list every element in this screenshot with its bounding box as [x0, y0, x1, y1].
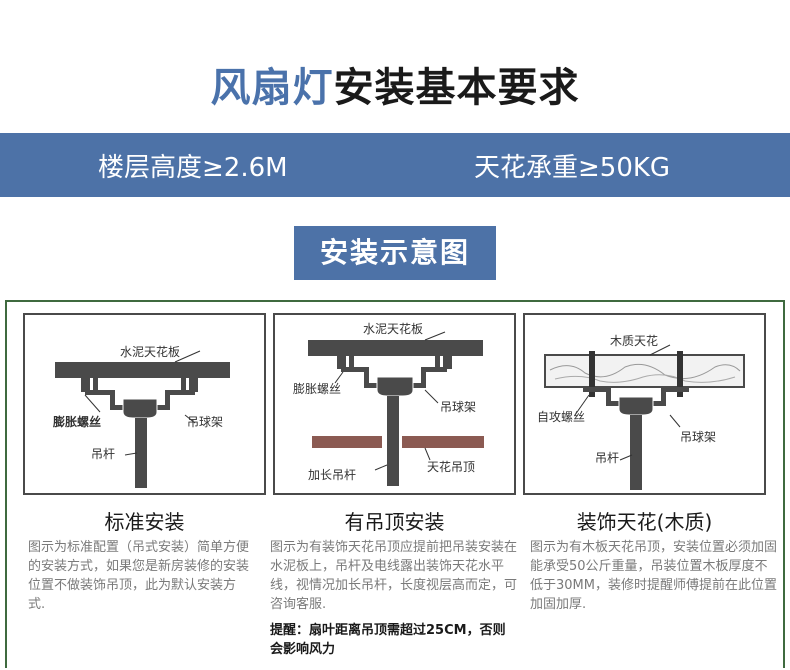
label-rod: 加长吊杆	[308, 468, 356, 482]
label-screw: 膨胀螺丝	[52, 414, 101, 429]
hanging-ball	[618, 396, 654, 416]
label-bracket: 吊球架	[187, 415, 223, 429]
hanging-ball	[376, 376, 414, 397]
bracket-frame	[583, 387, 689, 406]
concrete-ceiling-slab	[308, 340, 483, 356]
down-rod	[630, 415, 642, 490]
standard-install-title: 标准安装	[104, 510, 185, 534]
page-title: 风扇灯安装基本要求	[0, 55, 790, 113]
concrete-ceiling-slab	[55, 362, 230, 378]
wooden-ceiling-install-description: 图示为有木板天花吊顶，安装位置必须加固能承受50公斤重量，吊装位置木板厚度不低于…	[530, 540, 778, 612]
false-ceiling-install-description: 图示为有装饰天花吊顶应提前把吊装安装在水泥板上，吊杆及电线露出装饰天花水平线，视…	[270, 540, 518, 612]
wooden-ceiling-install-diagram: 木质天花 自攻螺丝 吊球架 吊杆	[523, 313, 766, 495]
false-ceiling-install-title: 有吊顶安装	[344, 510, 445, 534]
false-ceiling-left	[312, 436, 382, 448]
diagram-frame	[5, 300, 785, 668]
bracket-frame	[85, 390, 195, 410]
hanging-ball	[122, 398, 158, 419]
label-ceiling: 水泥天花板	[363, 321, 423, 336]
label-screw: 自攻螺丝	[537, 410, 585, 424]
down-rod	[135, 418, 147, 488]
right-tapping-screw	[677, 351, 683, 397]
standard-install-diagram: 水泥天花板 膨胀螺丝 吊球架 吊杆	[23, 313, 266, 495]
false-ceiling-install-diagram: 水泥天花板 膨胀螺丝 吊球架 加长吊杆 天花吊顶	[273, 313, 516, 495]
ceiling-load-requirement: 天花承重≥50KG	[474, 153, 671, 183]
standard-install-description: 图示为标准配置（吊式安装）简单方便的安装方式，如果您是新房装修的安装位置不做装饰…	[28, 540, 250, 612]
label-bracket: 吊球架	[440, 400, 476, 414]
left-screw	[93, 373, 98, 391]
left-anchor	[81, 378, 90, 392]
label-screw: 膨胀螺丝	[293, 382, 341, 396]
requirements-band: 楼层高度≥2.6M 天花承重≥50KG	[0, 133, 790, 197]
wooden-ceiling-board	[544, 354, 745, 388]
label-rod: 吊杆	[595, 451, 619, 465]
title-rest: 安装基本要求	[333, 65, 580, 111]
fan-blade-clearance-note: 提醒：扇叶距离吊顶需超过25CM，否则会影响风力	[270, 623, 506, 657]
right-screw	[181, 373, 186, 391]
label-bracket: 吊球架	[680, 430, 716, 444]
false-ceiling-right	[402, 436, 484, 448]
wooden-ceiling-install-title: 装饰天花(木质)	[576, 510, 713, 534]
floor-height-requirement: 楼层高度≥2.6M	[98, 153, 288, 183]
bracket-frame	[341, 367, 447, 388]
label-ceiling: 水泥天花板	[120, 344, 180, 359]
label-false-ceiling: 天花吊顶	[427, 459, 475, 474]
extended-rod	[387, 396, 399, 486]
right-anchor	[189, 378, 198, 392]
label-rod: 吊杆	[91, 447, 115, 461]
title-accent: 风扇灯	[210, 65, 334, 111]
left-tapping-screw	[589, 351, 595, 397]
section-badge: 安装示意图	[294, 226, 496, 280]
label-ceiling: 木质天花	[610, 333, 658, 348]
